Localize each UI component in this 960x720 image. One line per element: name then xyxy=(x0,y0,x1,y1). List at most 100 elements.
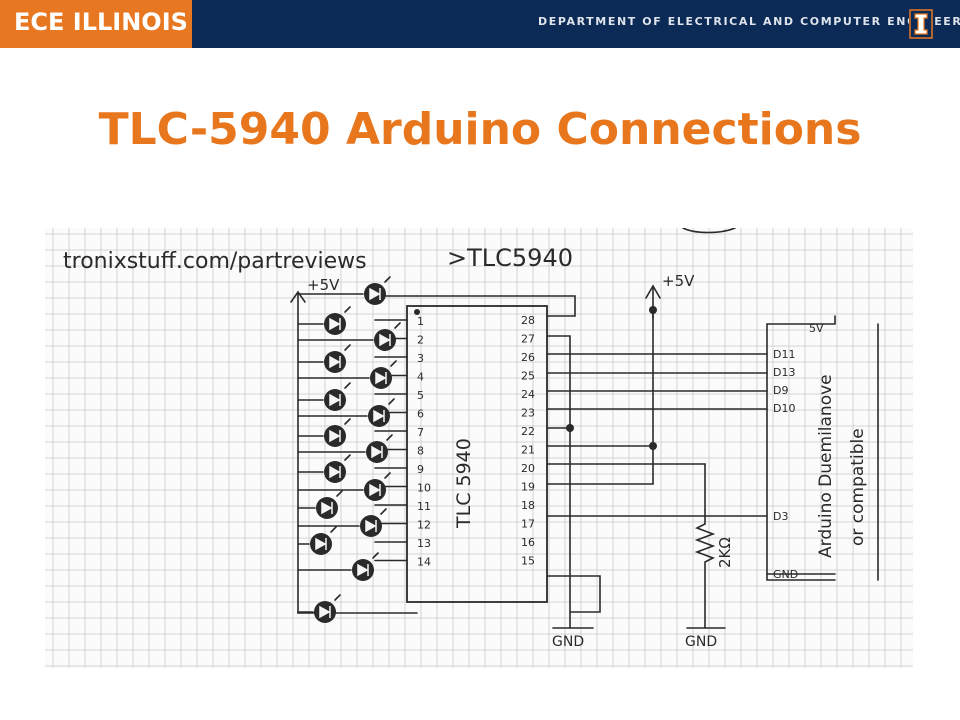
left-pin-number: 5 xyxy=(417,389,424,402)
pin27-ground-wire xyxy=(546,335,571,629)
arduino-pin-label: D9 xyxy=(773,384,788,397)
arduino-outline xyxy=(766,323,836,581)
light-ray xyxy=(372,552,379,559)
diode-glyph xyxy=(369,287,381,301)
source-note: tronixstuff.com/partreviews xyxy=(63,249,367,274)
ground-label: GND xyxy=(552,634,584,650)
light-ray xyxy=(344,306,351,313)
right-pin-number: 26 xyxy=(521,351,535,364)
right-pin-number: 22 xyxy=(521,425,535,438)
junction-dot xyxy=(566,424,574,432)
arrow-label: >TLC5940 xyxy=(447,244,573,272)
right-pin-number: 16 xyxy=(521,536,535,549)
left-pin-number: 2 xyxy=(417,334,424,347)
ground-label: GND xyxy=(685,634,717,650)
diode-glyph xyxy=(329,393,341,407)
light-ray xyxy=(386,434,393,441)
left-supply-arrow xyxy=(290,290,306,303)
diode-glyph xyxy=(315,537,327,551)
right-pin-number: 24 xyxy=(521,388,535,401)
left-pin-number: 13 xyxy=(417,537,431,550)
right-pin-number: 20 xyxy=(521,462,535,475)
left-pin-number: 7 xyxy=(417,426,424,439)
left-pin-number: 11 xyxy=(417,500,431,513)
right-pin-number: 28 xyxy=(521,314,535,327)
resistor-label: 2KΩ xyxy=(716,537,734,568)
diode-glyph xyxy=(365,519,377,533)
diode-glyph xyxy=(373,409,385,423)
diode-glyph xyxy=(329,429,341,443)
left-pin-number: 4 xyxy=(417,371,424,384)
left-pin-number: 12 xyxy=(417,519,431,532)
led-array xyxy=(297,276,401,623)
light-ray xyxy=(384,276,391,283)
left-pin-number: 14 xyxy=(417,556,431,569)
pin28-to-5v-wire xyxy=(416,295,576,317)
right-pin-number: 23 xyxy=(521,407,535,420)
light-ray xyxy=(394,322,401,329)
arduino-top-edge xyxy=(766,315,836,325)
arduino-pin-label: 5V xyxy=(809,322,824,335)
right-pin-number: 17 xyxy=(521,518,535,531)
graph-paper-grid xyxy=(45,228,913,668)
left-pin-number: 9 xyxy=(417,463,424,476)
diode-glyph xyxy=(319,605,331,619)
left-pin-number: 10 xyxy=(417,482,431,495)
left-pin-number: 6 xyxy=(417,408,424,421)
light-ray xyxy=(336,490,343,497)
light-ray xyxy=(344,382,351,389)
pin1-dot xyxy=(414,309,420,315)
ece-illinois-logo[interactable]: ECE ILLINOIS xyxy=(0,0,192,48)
light-ray xyxy=(384,472,391,479)
diode-glyph xyxy=(375,371,387,385)
diode-glyph xyxy=(371,445,383,459)
right-pin-number: 25 xyxy=(521,370,535,383)
diode-glyph xyxy=(357,563,369,577)
header-bar: ECE ILLINOIS DEPARTMENT OF ELECTRICAL AN… xyxy=(0,0,960,48)
iref-resistor xyxy=(694,509,716,629)
diode-glyph xyxy=(329,355,341,369)
light-ray xyxy=(344,454,351,461)
diode-glyph xyxy=(329,465,341,479)
light-ray xyxy=(334,594,341,601)
chip-label: TLC 5940 xyxy=(453,438,475,529)
left-supply-label: +5V xyxy=(307,276,340,294)
tlc5940-chip xyxy=(406,305,548,603)
right-pin-number: 19 xyxy=(521,481,535,494)
diode-glyph xyxy=(379,333,391,347)
arduino-pin-label: D3 xyxy=(773,510,788,523)
arduino-pin-label: D11 xyxy=(773,348,795,361)
right-pin-number: 15 xyxy=(521,555,535,568)
light-ray xyxy=(380,508,387,515)
stray-mark xyxy=(682,227,736,234)
pin15-wire xyxy=(546,575,601,613)
iref-wire xyxy=(546,463,706,511)
arduino-pin-label: D13 xyxy=(773,366,795,379)
right-supply-arrow xyxy=(645,284,661,299)
department-name: DEPARTMENT OF ELECTRICAL AND COMPUTER EN… xyxy=(538,15,960,28)
diode-glyph xyxy=(329,317,341,331)
logo-text: ECE ILLINOIS xyxy=(14,8,188,36)
light-ray xyxy=(330,526,337,533)
light-ray xyxy=(344,418,351,425)
left-pin-number: 3 xyxy=(417,352,424,365)
light-ray xyxy=(390,360,397,367)
right-pin-number: 18 xyxy=(521,499,535,512)
diode-glyph xyxy=(321,501,333,515)
block-i-icon xyxy=(909,9,933,39)
arduino-pin-label: GND xyxy=(773,568,798,581)
arduino-label-2: or compatible xyxy=(848,428,868,546)
right-pin-number: 21 xyxy=(521,444,535,457)
right-supply-label: +5V xyxy=(662,272,695,290)
vcc-wire xyxy=(546,287,654,485)
left-pin-number: 8 xyxy=(417,445,424,458)
slide-title: TLC-5940 Arduino Connections xyxy=(98,104,862,155)
light-ray xyxy=(388,398,395,405)
arduino-label: Arduino Duemilanove xyxy=(816,374,836,558)
light-ray xyxy=(344,344,351,351)
arduino-pin-label: D10 xyxy=(773,402,795,415)
schematic-image: tronixstuff.com/partreviews >TLC5940 +5V… xyxy=(45,227,913,668)
left-pin-number: 1 xyxy=(417,315,424,328)
